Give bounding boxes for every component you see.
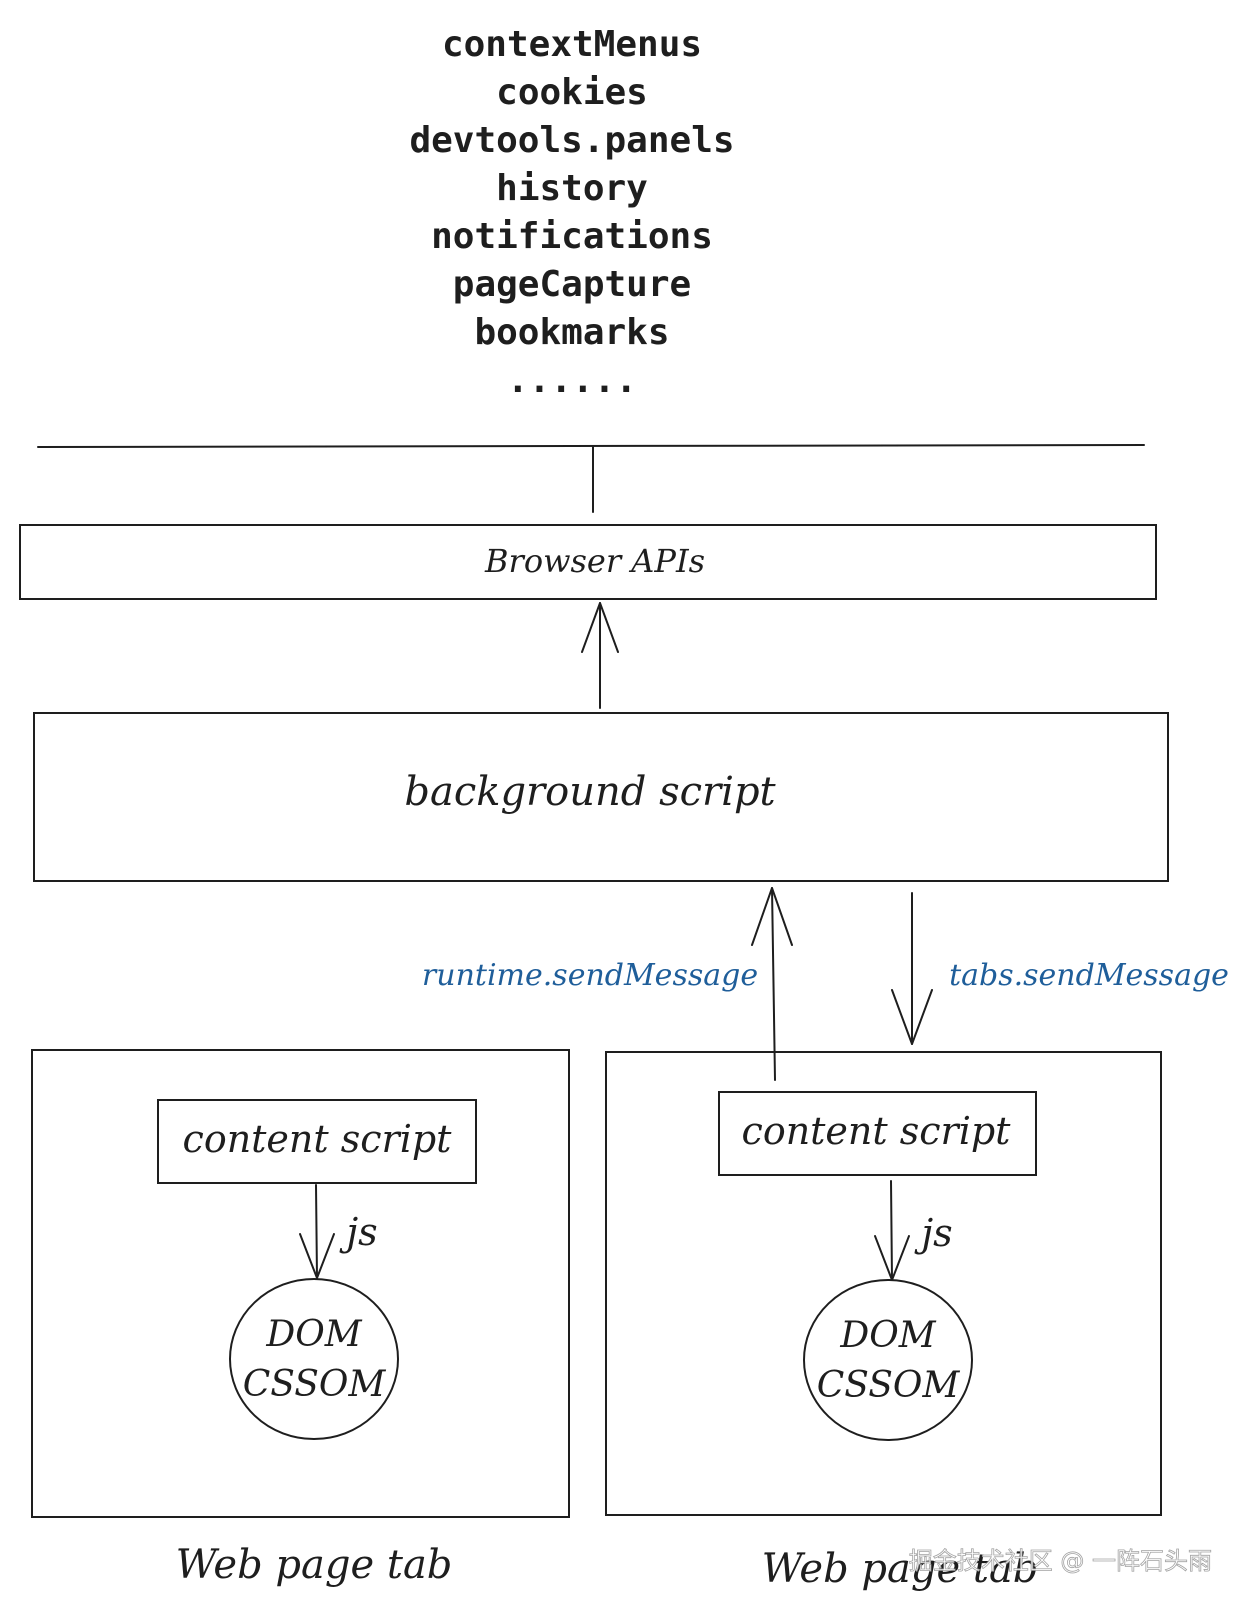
js-edge-label: js (914, 1211, 952, 1255)
js-edge-label: js (339, 1210, 377, 1254)
watermark-text: 掘金技术社区 @ 一阵石头雨 (909, 1547, 1212, 1575)
tabs-sendmessage-label: tabs.sendMessage (949, 958, 1229, 993)
content-script-label: content script (183, 1117, 453, 1161)
content-to-dom-arrow (299, 1184, 335, 1279)
content-script-box (718, 1091, 1037, 1176)
browser-apis-box: Browser APIs (19, 524, 1157, 600)
tabs-sendmessage-arrow (891, 892, 933, 1045)
runtime-sendmessage-arrow (751, 887, 793, 1081)
tab-frame (31, 1049, 570, 1518)
browser-apis-frame (19, 524, 1157, 600)
tab-frame (605, 1051, 1162, 1516)
background-script-label: background script (404, 769, 776, 815)
api-item-pagecapture: pageCapture (453, 264, 691, 305)
web-page-tab-right: content script js DOM CSSOM Web page tab (605, 1051, 1162, 1592)
cssom-label: CSSOM (243, 1364, 387, 1405)
web-page-tab-caption: Web page tab (762, 1546, 1039, 1592)
dom-label: DOM (839, 1315, 936, 1356)
browser-apis-label: Browser APIs (484, 542, 705, 580)
runtime-sendmessage-label: runtime.sendMessage (422, 958, 758, 993)
api-item-contextmenus: contextMenus (442, 24, 702, 65)
content-script-box (157, 1099, 477, 1184)
content-script-label: content script (742, 1109, 1012, 1153)
api-item-ellipsis: ...... (507, 360, 637, 401)
dom-cssom-circle (803, 1279, 973, 1441)
background-script-box: background script (33, 712, 1169, 882)
content-to-dom-arrow (874, 1180, 910, 1281)
api-item-devtools-panels: devtools.panels (409, 120, 734, 161)
api-list-separator (37, 444, 1145, 448)
cssom-label: CSSOM (817, 1365, 961, 1406)
background-script-frame (33, 712, 1169, 882)
dom-cssom-circle (229, 1278, 399, 1440)
web-page-tab-caption: Web page tab (176, 1542, 453, 1588)
api-item-notifications: notifications (431, 216, 713, 257)
dom-label: DOM (265, 1314, 362, 1355)
web-page-tab-left: content script js DOM CSSOM Web page tab (31, 1049, 570, 1588)
api-item-cookies: cookies (496, 72, 648, 113)
api-item-history: history (496, 168, 648, 209)
api-list: contextMenus cookies devtools.panels his… (409, 24, 734, 401)
background-to-apis-arrow (581, 602, 619, 709)
api-item-bookmarks: bookmarks (474, 312, 669, 353)
